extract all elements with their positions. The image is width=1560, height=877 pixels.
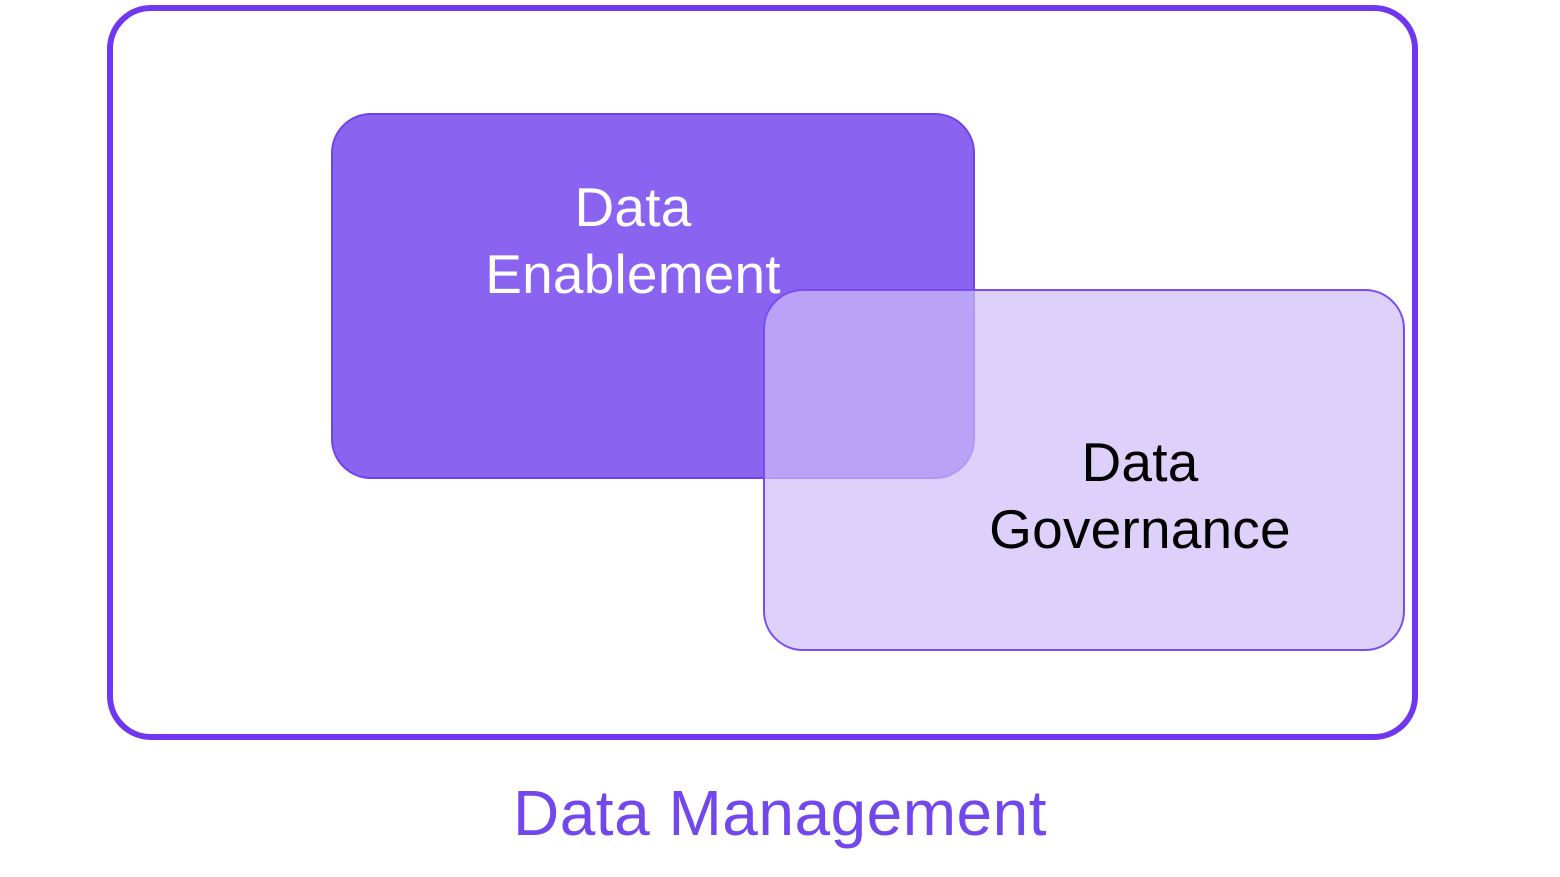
outer-container-data-management: Data Enablement Data Governance xyxy=(107,5,1418,740)
set-box-data-governance: Data Governance xyxy=(763,289,1405,651)
set-label-data-governance: Data Governance xyxy=(989,430,1291,560)
set-label-data-enablement: Data Enablement xyxy=(485,175,781,305)
diagram-caption-data-management: Data Management xyxy=(512,777,1048,849)
